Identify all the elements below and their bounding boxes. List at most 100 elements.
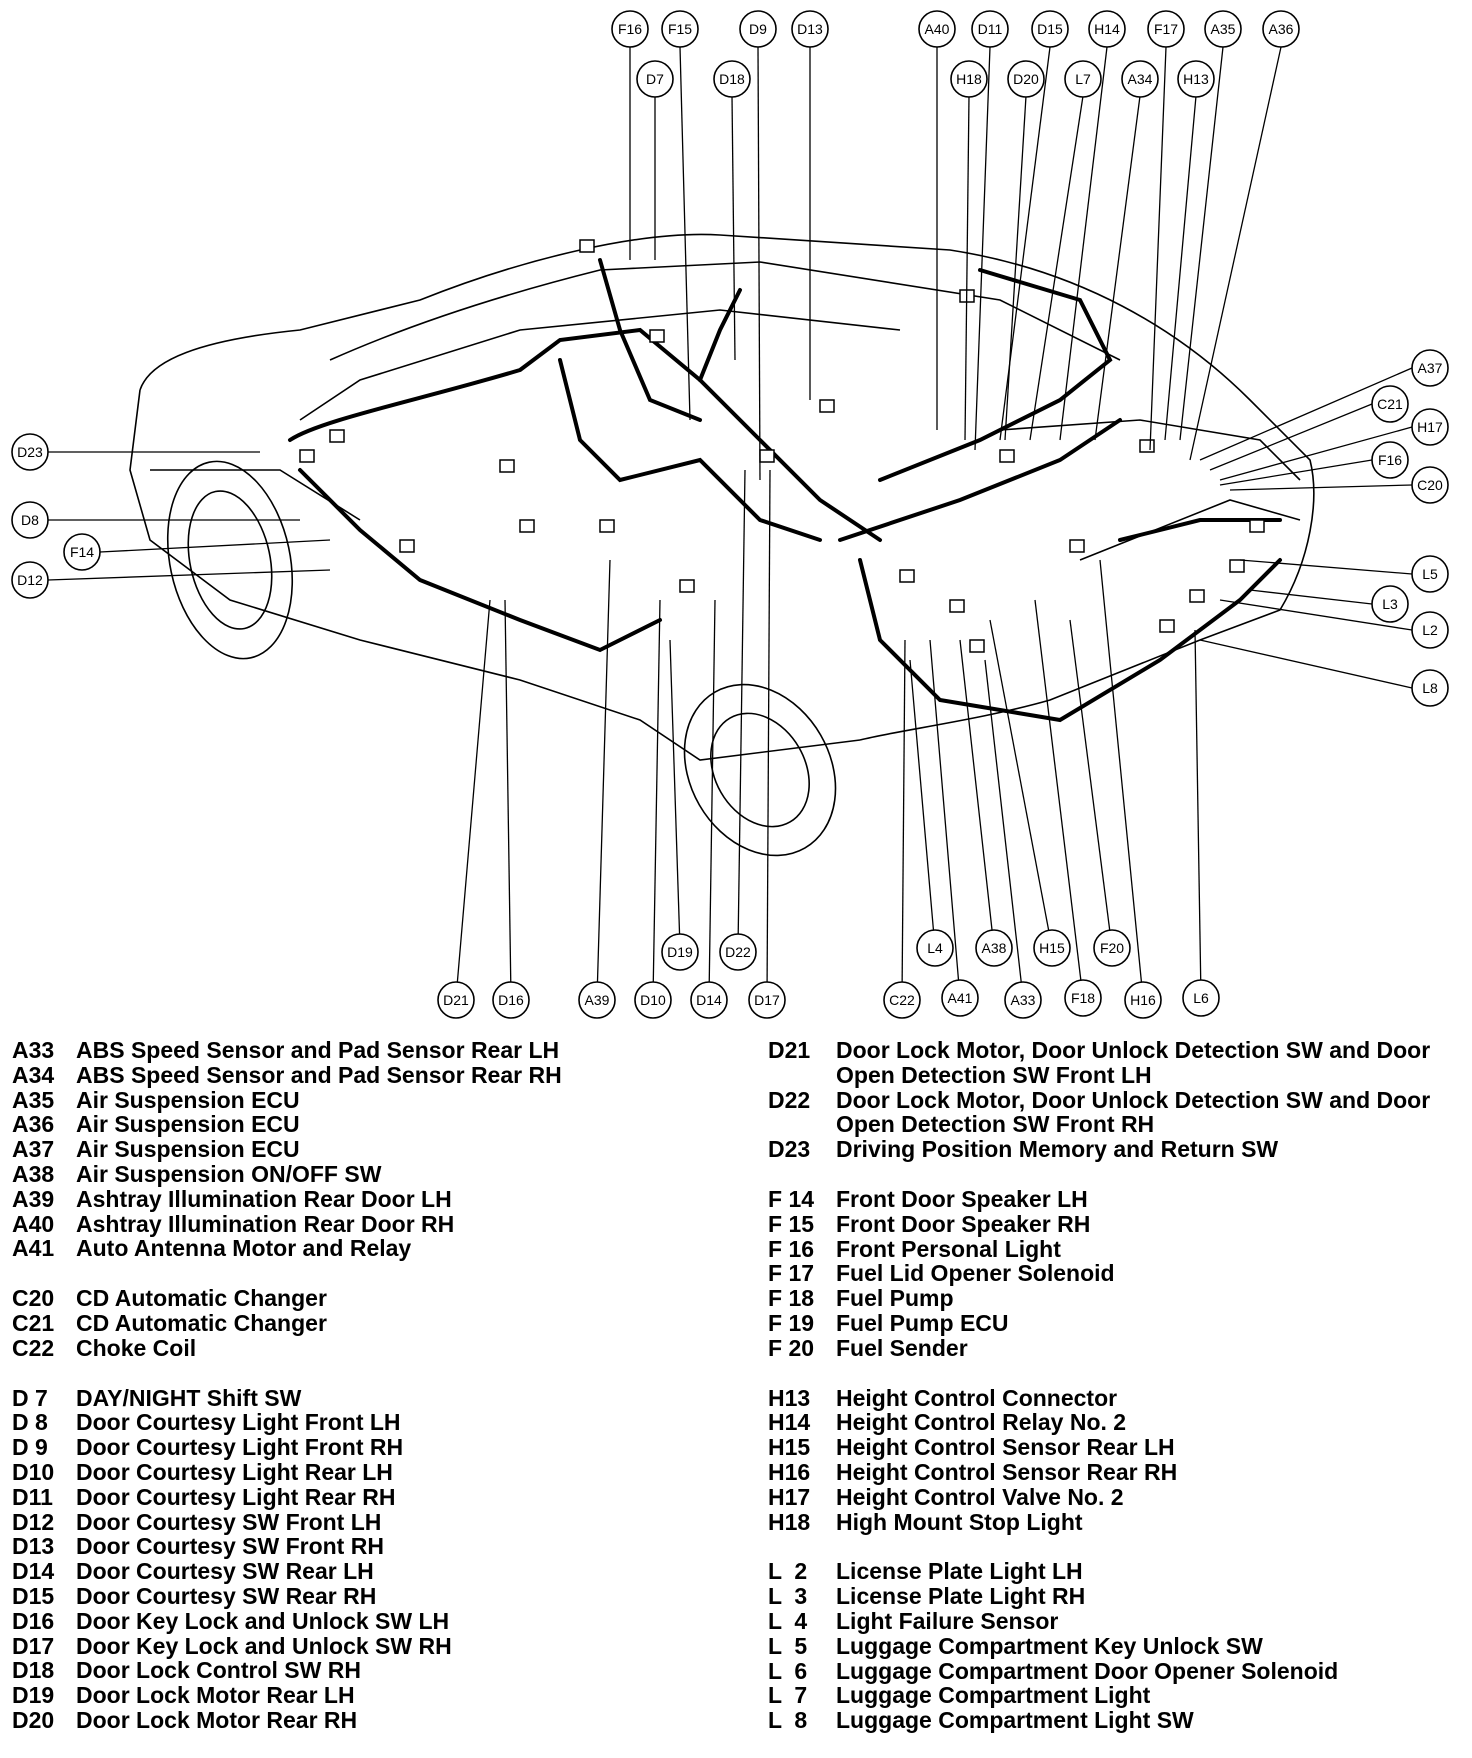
legend-code: D22 [768, 1086, 811, 1113]
svg-text:A34: A34 [1128, 71, 1153, 87]
legend-code: D11 [12, 1483, 53, 1510]
legend-desc: Luggage Compartment Light SW [836, 1707, 1194, 1734]
legend-code: F 19 [768, 1309, 815, 1336]
svg-text:D18: D18 [719, 71, 745, 87]
svg-text:L6: L6 [1193, 990, 1209, 1006]
callout-l5: L5 [1411, 555, 1449, 593]
legend-desc: Door Lock Motor, Door Unlock Detection S… [836, 1037, 1431, 1088]
legend-desc: Air Suspension ON/OFF SW [76, 1160, 382, 1187]
legend-desc: Door Courtesy Light Front LH [76, 1409, 401, 1436]
legend-desc: Luggage Compartment Light [836, 1682, 1151, 1709]
svg-text:C21: C21 [1377, 396, 1403, 412]
callout-f17: F17 [1147, 10, 1185, 48]
legend-code: D16 [12, 1607, 55, 1634]
svg-text:D21: D21 [443, 992, 469, 1008]
svg-text:F15: F15 [668, 21, 692, 37]
legend-desc: Height Control Relay No. 2 [836, 1409, 1127, 1436]
svg-text:D20: D20 [1013, 71, 1039, 87]
legend-code: D17 [12, 1632, 55, 1659]
legend-desc: Door Courtesy SW Front RH [76, 1533, 384, 1560]
legend-row: H14 Height Control Relay No. 2 [768, 1410, 1468, 1435]
callout-d17: D17 [748, 981, 786, 1019]
legend-code: L 5 [768, 1632, 808, 1659]
callout-d16: D16 [492, 981, 530, 1019]
svg-text:F17: F17 [1154, 21, 1178, 37]
legend-code: D23 [768, 1136, 811, 1163]
svg-text:D8: D8 [21, 512, 39, 528]
legend-desc: Front Door Speaker LH [836, 1185, 1088, 1212]
callout-f16-right: F16 [1371, 441, 1409, 479]
svg-text:L5: L5 [1422, 566, 1438, 582]
svg-text:F16: F16 [618, 21, 642, 37]
svg-text:D11: D11 [978, 21, 1003, 37]
callout-d22: D22 [719, 933, 757, 971]
svg-text:D12: D12 [17, 572, 43, 588]
legend-desc: License Plate Light RH [836, 1583, 1086, 1610]
callouts-right: A37 C21 H17 F16 C20 L5 L3 L2 L8 [1371, 349, 1449, 707]
legend-code: A39 [12, 1185, 55, 1212]
legend-code: D 7 [12, 1384, 48, 1411]
legend-code: C20 [12, 1285, 55, 1312]
legend-desc: Door Courtesy Light Rear LH [76, 1458, 393, 1485]
legend-code: A36 [12, 1111, 55, 1138]
wiring-harness-diagram: F16 F15 D9 D13 D7 D18 A40 D11 D15 H14 F1… [11, 10, 1449, 1019]
callout-f14: F14 [63, 533, 101, 571]
legend-desc: CD Automatic Changer [76, 1285, 327, 1312]
callout-h17: H17 [1411, 408, 1449, 446]
legend-code: H14 [768, 1409, 811, 1436]
legend-code: L 7 [768, 1682, 808, 1709]
legend-desc: Height Control Valve No. 2 [836, 1483, 1124, 1510]
callout-a39: A39 [578, 981, 616, 1019]
connectors [299, 239, 1265, 653]
svg-text:D10: D10 [640, 992, 666, 1008]
svg-text:L3: L3 [1382, 596, 1398, 612]
svg-text:A40: A40 [925, 21, 950, 37]
legend-code: C22 [12, 1334, 55, 1361]
legend-desc: Door Lock Motor Rear RH [76, 1706, 358, 1733]
legend-code: A34 [12, 1061, 55, 1088]
svg-text:H17: H17 [1417, 419, 1443, 435]
callout-a34: A34 [1121, 60, 1159, 98]
legend-desc: Front Door Speaker RH [836, 1210, 1091, 1237]
callout-c22: C22 [883, 981, 921, 1019]
svg-text:H13: H13 [1183, 71, 1209, 87]
svg-text:L7: L7 [1075, 71, 1091, 87]
legend-code: F 18 [768, 1285, 815, 1312]
legend-code: C21 [12, 1309, 55, 1336]
legend-desc: Front Personal Light [836, 1235, 1061, 1262]
legend-desc: Air Suspension ECU [76, 1111, 300, 1138]
legend-code: L 8 [768, 1707, 808, 1734]
legend-code: A38 [12, 1160, 55, 1187]
callout-d19: D19 [661, 933, 699, 971]
legend-desc: Door Courtesy SW Rear RH [76, 1582, 377, 1609]
svg-text:F20: F20 [1100, 940, 1124, 956]
legend-desc: Air Suspension ECU [76, 1136, 300, 1163]
callout-h15: H15 [1033, 929, 1071, 967]
callout-d7: D7 [636, 60, 674, 98]
legend-desc: Door Courtesy SW Front LH [76, 1508, 382, 1535]
callout-a35: A35 [1204, 10, 1242, 48]
legend-code: H13 [768, 1384, 811, 1411]
legend-desc: Door Courtesy Light Rear RH [76, 1483, 396, 1510]
